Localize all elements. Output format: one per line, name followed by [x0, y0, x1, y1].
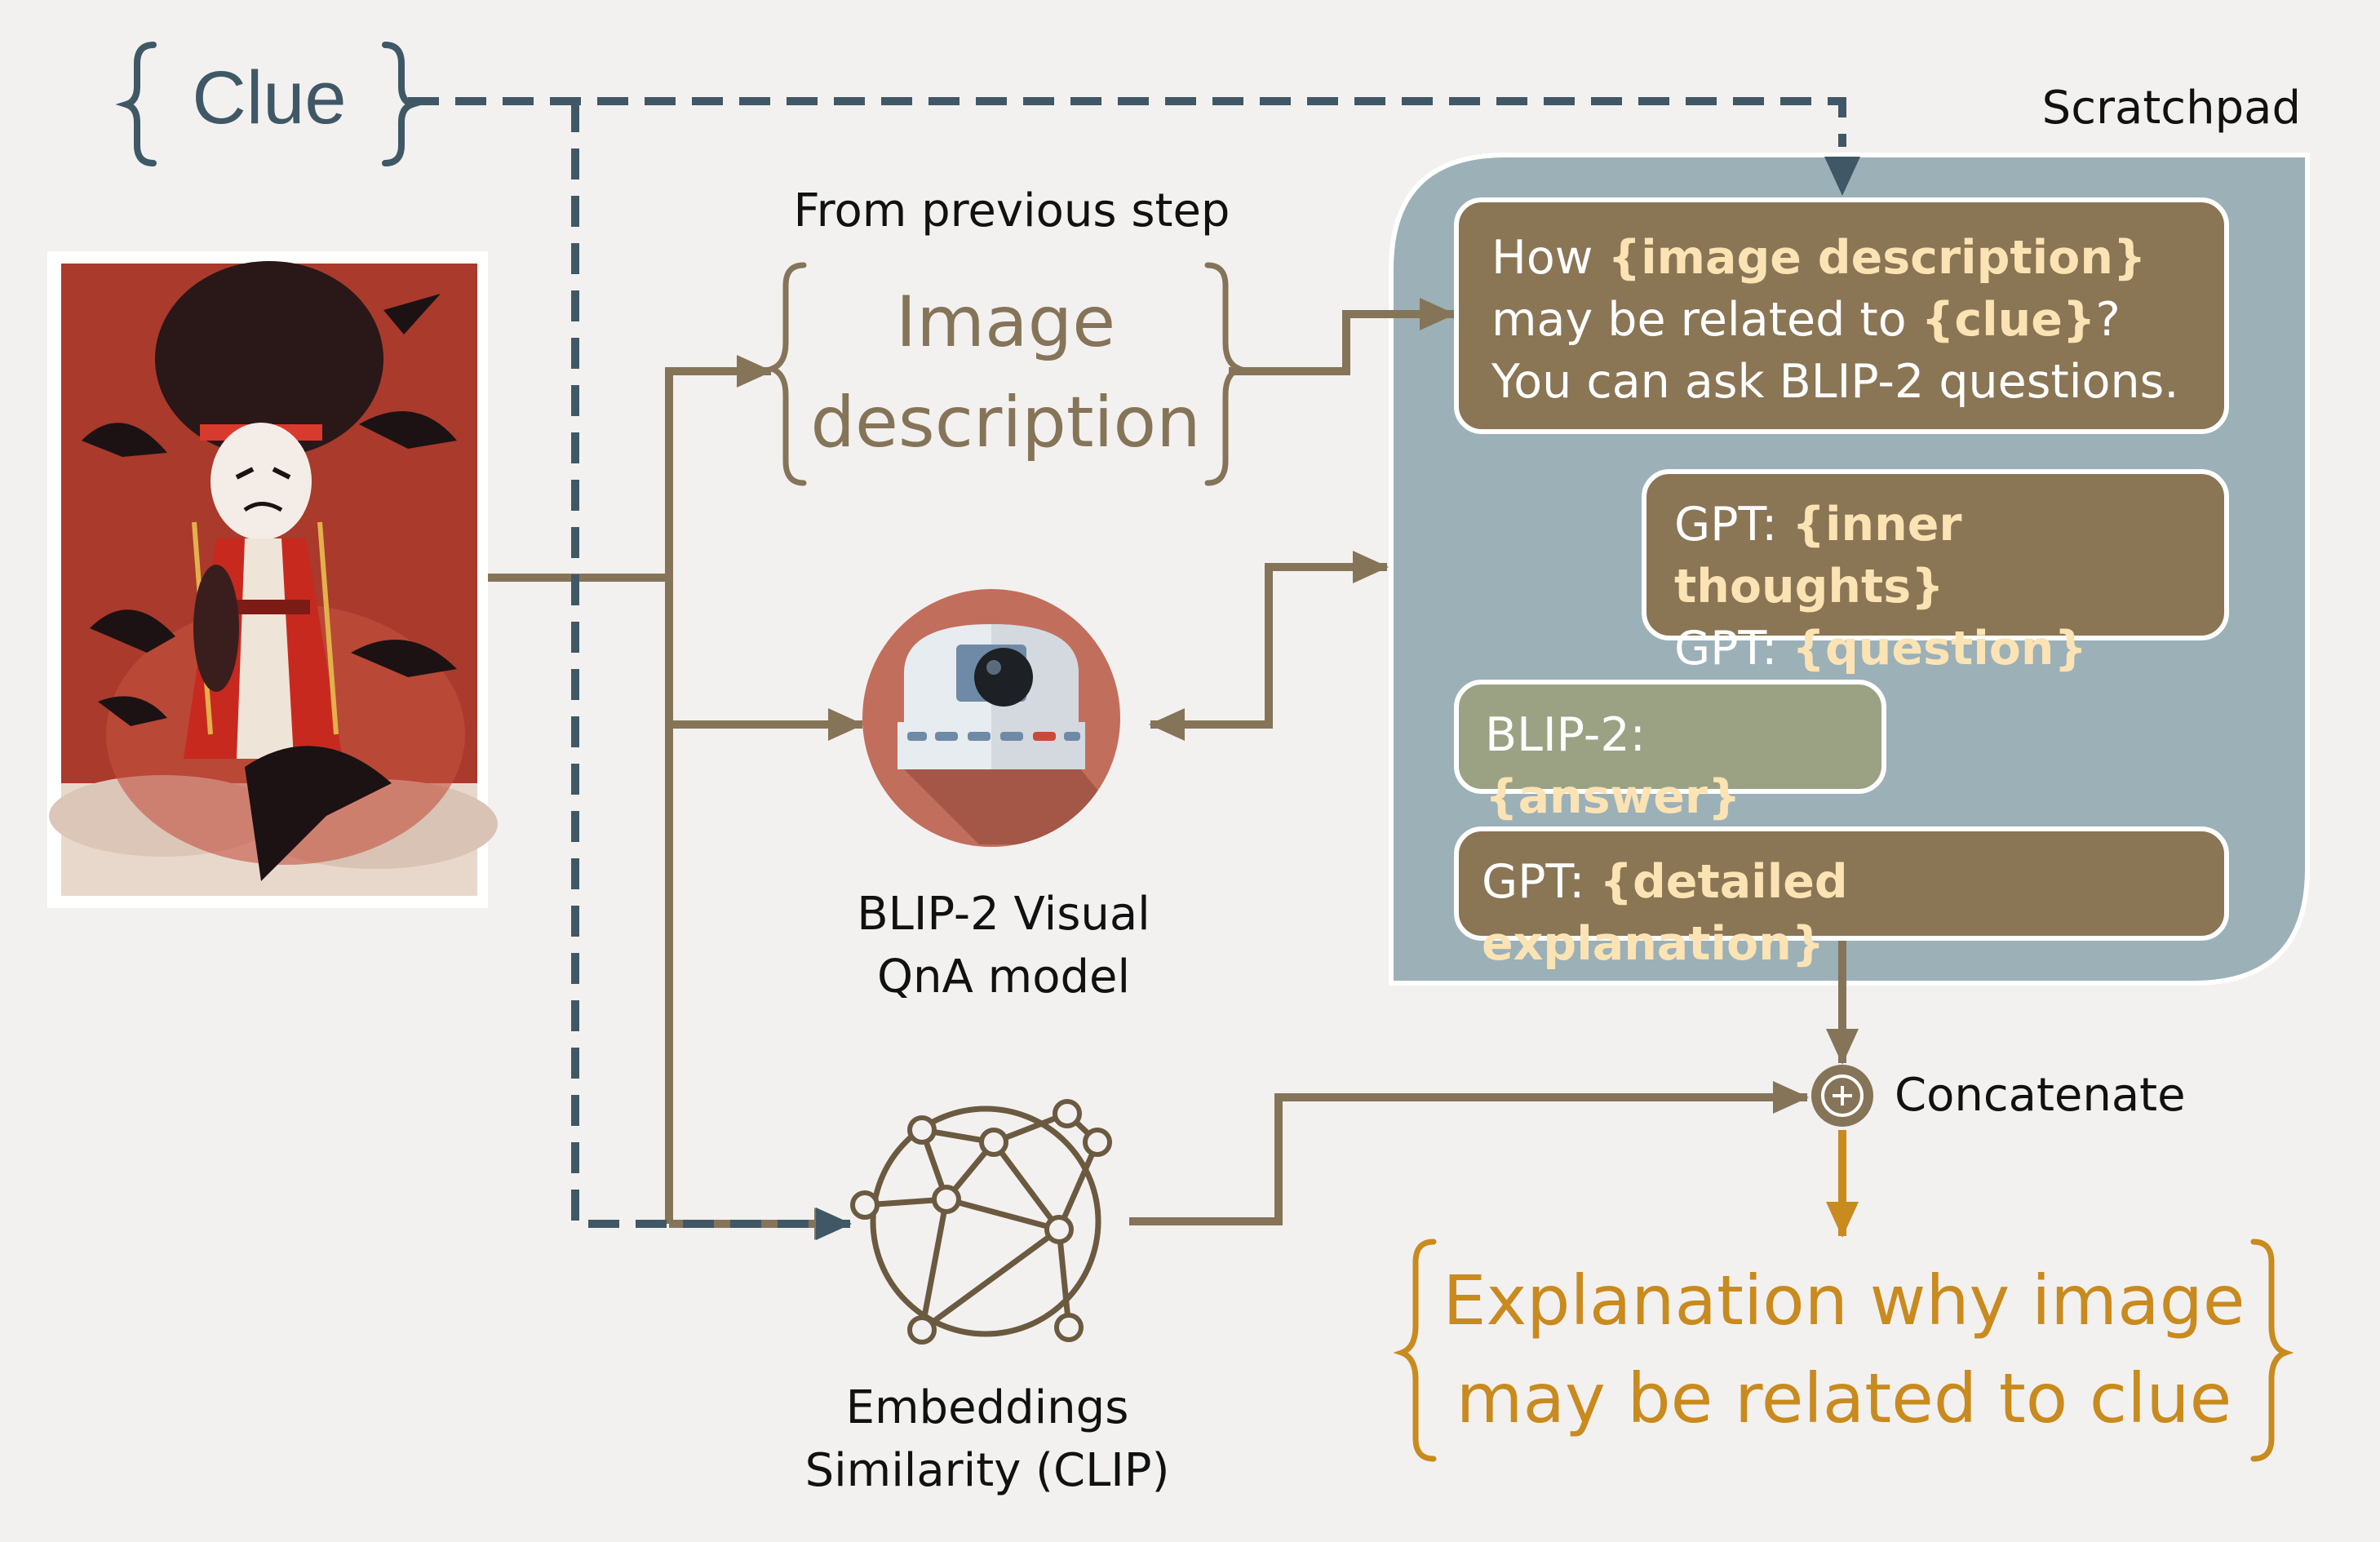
- gpt-thoughts-box: GPT: {inner thoughts} GPT: {question}: [1642, 469, 2229, 676]
- dashed-clue-to-clip: [571, 101, 852, 1240]
- clip-model-label-line2: Similarity (CLIP): [804, 1444, 1170, 1497]
- prompt-text-3: ? You can ask BLIP-2 questions.: [1491, 293, 2179, 409]
- prompt-text-1: How: [1491, 231, 1608, 285]
- image-description-line1: Image: [895, 281, 1116, 363]
- prompt-key-image-description: {image description}: [1607, 231, 2147, 285]
- output-left-brace: [1393, 1238, 1437, 1462]
- prompt-text-2: may be related to: [1491, 293, 1921, 347]
- clue-label: Clue: [192, 56, 347, 140]
- concatenate-plus-icon: [1811, 1065, 1873, 1127]
- blip-robot-icon: [862, 589, 1120, 847]
- output-right-brace: [2250, 1238, 2294, 1462]
- arrow-description-to-scratchpad: [1229, 298, 1456, 375]
- from-previous-step-caption: From previous step: [793, 184, 1230, 237]
- concatenate-label: Concatenate: [1895, 1069, 2186, 1122]
- blip-answer-box: BLIP-2: {answer}: [1454, 680, 1886, 824]
- clue-left-brace: [115, 42, 157, 166]
- dashed-arrowhead-scratchpad: [1824, 157, 1860, 196]
- input-image: [47, 251, 498, 908]
- gpt-explanation-box: GPT: {detailed explanation}: [1454, 826, 2229, 971]
- output-line2: may be related to clue: [1456, 1358, 2232, 1438]
- clip-model-label-line1: Embeddings: [845, 1381, 1129, 1434]
- blip-model-label-line2: QnA model: [876, 950, 1131, 1004]
- prompt-key-clue: {clue}: [1921, 293, 2096, 347]
- scratchpad-label: Scratchpad: [2041, 82, 2301, 135]
- gpt-inner-thoughts-line: GPT: {inner thoughts}: [1674, 498, 1962, 614]
- prompt-box: How {image description} may be related t…: [1454, 197, 2229, 434]
- blip-model-label-line1: BLIP-2 Visual: [857, 888, 1150, 941]
- arrow-blip-scratchpad-bidirectional: [1149, 551, 1389, 741]
- output-line1: Explanation why image: [1443, 1261, 2245, 1340]
- gpt-question-line: GPT: {question}: [1674, 622, 2088, 676]
- arrow-to-image-description: [665, 355, 773, 1224]
- dashed-clue-to-scratchpad: [408, 97, 1846, 147]
- image-description-line2: description: [810, 382, 1201, 463]
- arrow-clip-to-concatenate: [1129, 1081, 1809, 1225]
- clip-network-icon: [850, 1099, 1112, 1345]
